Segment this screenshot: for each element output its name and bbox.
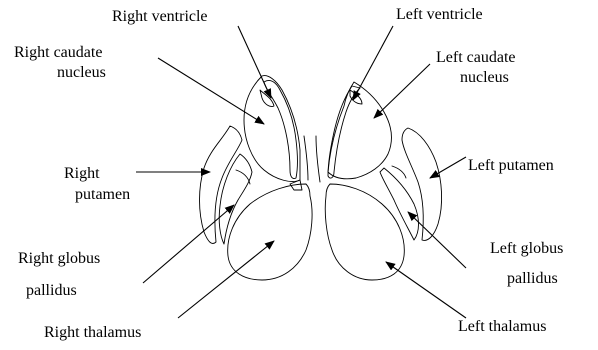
right-globus-inner	[236, 170, 250, 184]
pointer-left-ventricle	[353, 26, 393, 100]
pointer-right-ventricle	[238, 26, 271, 98]
left-ventricle-outline	[328, 86, 360, 178]
label-right-ventricle: Right ventricle	[112, 8, 208, 25]
label-left-ventricle: Left ventricle	[396, 6, 483, 23]
pointer-right-globus	[143, 205, 234, 283]
label-right-putamen-line2: putamen	[75, 186, 130, 203]
left-caudate-outline	[328, 82, 391, 179]
right-ventricle-bulb	[260, 90, 274, 107]
right-thalamus-outline	[228, 184, 312, 280]
pointer-left-thalamus	[386, 262, 466, 318]
right-ventricle-outline	[264, 80, 298, 178]
midline-right	[316, 136, 320, 182]
label-left-globus-line1: Left globus	[490, 240, 563, 257]
label-left-globus-line2: pallidus	[507, 270, 558, 287]
left-globus-inner	[392, 166, 406, 178]
label-right-globus-line2: pallidus	[26, 282, 77, 299]
labels: Right ventricle Left ventricle Right cau…	[14, 6, 563, 341]
right-putamen-outline	[200, 126, 243, 244]
pointer-right-thalamus	[178, 241, 274, 318]
label-left-thalamus: Left thalamus	[458, 318, 546, 335]
pointer-lines	[136, 26, 466, 318]
label-right-putamen-line1: Right	[64, 165, 100, 182]
pointer-left-globus	[408, 212, 466, 268]
pointer-right-caudate	[158, 58, 264, 124]
label-left-caudate-line2: nucleus	[460, 69, 509, 86]
left-putamen-outline	[402, 128, 442, 240]
label-right-caudate-line1: Right caudate	[14, 44, 102, 61]
right-globus-outline	[219, 154, 252, 244]
pointer-left-caudate	[374, 64, 430, 118]
label-left-putamen: Left putamen	[468, 157, 554, 174]
label-left-caudate-line1: Left caudate	[436, 49, 516, 66]
right-caudate-outline	[244, 76, 300, 182]
label-right-caudate-line2: nucleus	[57, 64, 106, 81]
left-thalamus-outline	[325, 184, 404, 280]
label-right-thalamus: Right thalamus	[44, 324, 141, 341]
left-globus-outline	[380, 168, 419, 240]
midline-left	[304, 136, 308, 180]
label-right-globus-line1: Right globus	[18, 250, 100, 267]
